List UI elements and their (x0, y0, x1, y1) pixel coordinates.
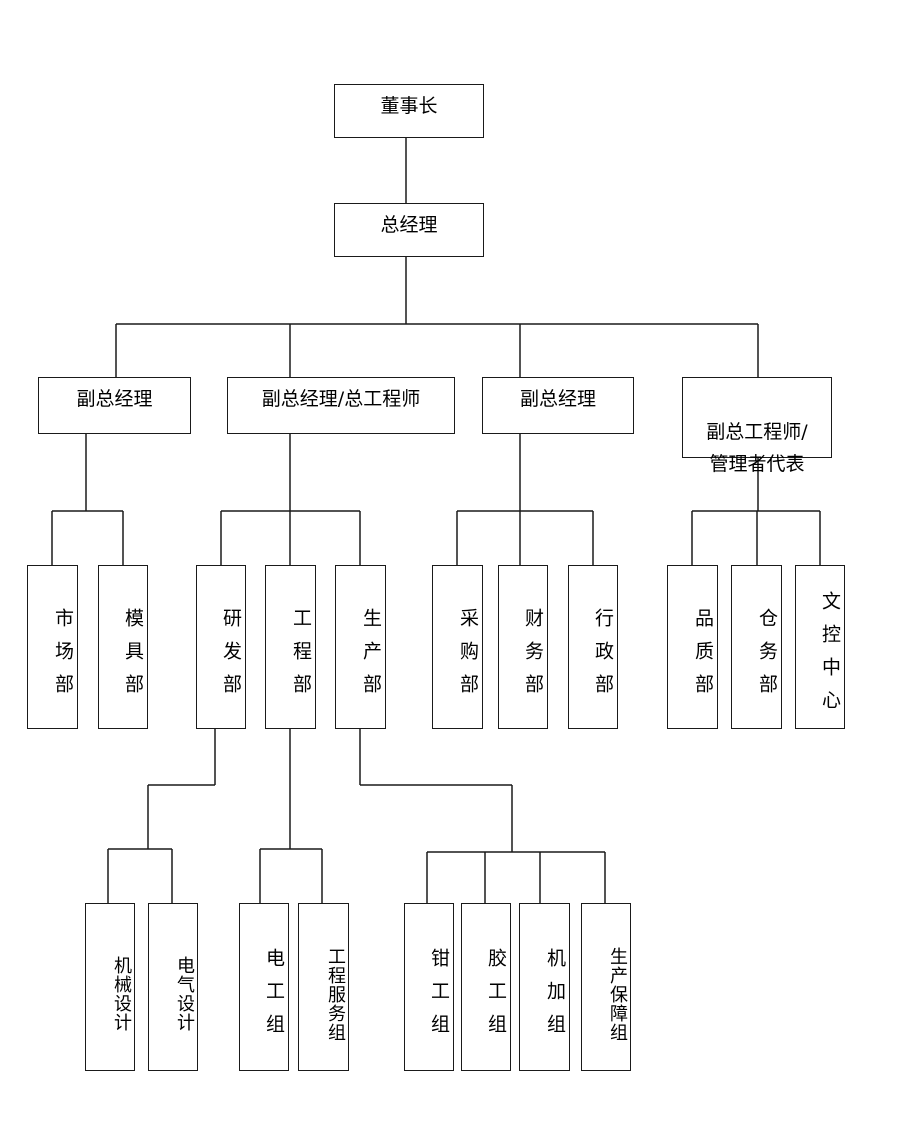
deputy-chief-engineer-box: 副总工程师/ 管理者代表 (682, 377, 832, 475)
dept-production-label: 生产部 (360, 607, 382, 707)
dept-market: 市场部 (27, 565, 78, 729)
group-fitter: 钳工组 (404, 903, 454, 1071)
chairman-box: 董事长 (334, 84, 484, 138)
dept-engineering-label: 工程部 (290, 607, 312, 707)
dept-mold-label: 模具部 (122, 607, 144, 707)
dept-rnd: 研发部 (196, 565, 246, 729)
dept-document-control-label: 文控中心 (819, 591, 841, 723)
dept-purchasing-label: 采购部 (457, 607, 479, 707)
chairman-label: 董事长 (380, 95, 438, 117)
vp-label-1: 副总经理 (76, 388, 153, 410)
group-glue: 胶工组 (461, 903, 511, 1071)
group-fitter-label: 钳工组 (428, 947, 450, 1047)
group-production-support: 生产保障组 (581, 903, 631, 1071)
deputy-chief-engineer-label: 副总工程师/ 管理者代表 (706, 421, 808, 475)
dept-quality-label: 品质部 (692, 607, 714, 707)
dept-engineering: 工程部 (265, 565, 316, 729)
vp-chief-engineer-box: 副总经理/总工程师 (227, 377, 455, 434)
general-manager-label: 总经理 (380, 214, 438, 236)
vp-box-3: 副总经理 (482, 377, 634, 434)
group-electrical-design-label: 电气设计 (174, 956, 195, 1032)
group-electrical-design: 电气设计 (148, 903, 198, 1071)
dept-quality: 品质部 (667, 565, 718, 729)
dept-administration: 行政部 (568, 565, 618, 729)
dept-administration-label: 行政部 (592, 607, 614, 707)
group-production-support-label: 生产保障组 (607, 946, 628, 1042)
group-machining-label: 机加组 (544, 947, 566, 1047)
dept-market-label: 市场部 (52, 607, 74, 707)
vp-box-1: 副总经理 (38, 377, 191, 434)
dept-finance-label: 财务部 (522, 607, 544, 707)
dept-production: 生产部 (335, 565, 386, 729)
dept-mold: 模具部 (98, 565, 148, 729)
dept-rnd-label: 研发部 (220, 607, 242, 707)
group-electrician: 电工组 (239, 903, 289, 1071)
general-manager-box: 总经理 (334, 203, 484, 257)
dept-purchasing: 采购部 (432, 565, 483, 729)
dept-warehouse-label: 仓务部 (756, 607, 778, 707)
group-mechanical-design-label: 机械设计 (111, 956, 132, 1032)
dept-warehouse: 仓务部 (731, 565, 782, 729)
vp-chief-engineer-label: 副总经理/总工程师 (261, 388, 421, 410)
group-engineering-service-label: 工程服务组 (325, 946, 346, 1042)
vp-label-3: 副总经理 (519, 388, 596, 410)
group-mechanical-design: 机械设计 (85, 903, 135, 1071)
group-electrician-label: 电工组 (263, 947, 285, 1047)
group-engineering-service: 工程服务组 (298, 903, 349, 1071)
group-glue-label: 胶工组 (485, 947, 507, 1047)
group-machining: 机加组 (519, 903, 570, 1071)
dept-finance: 财务部 (498, 565, 548, 729)
dept-document-control: 文控中心 (795, 565, 845, 729)
